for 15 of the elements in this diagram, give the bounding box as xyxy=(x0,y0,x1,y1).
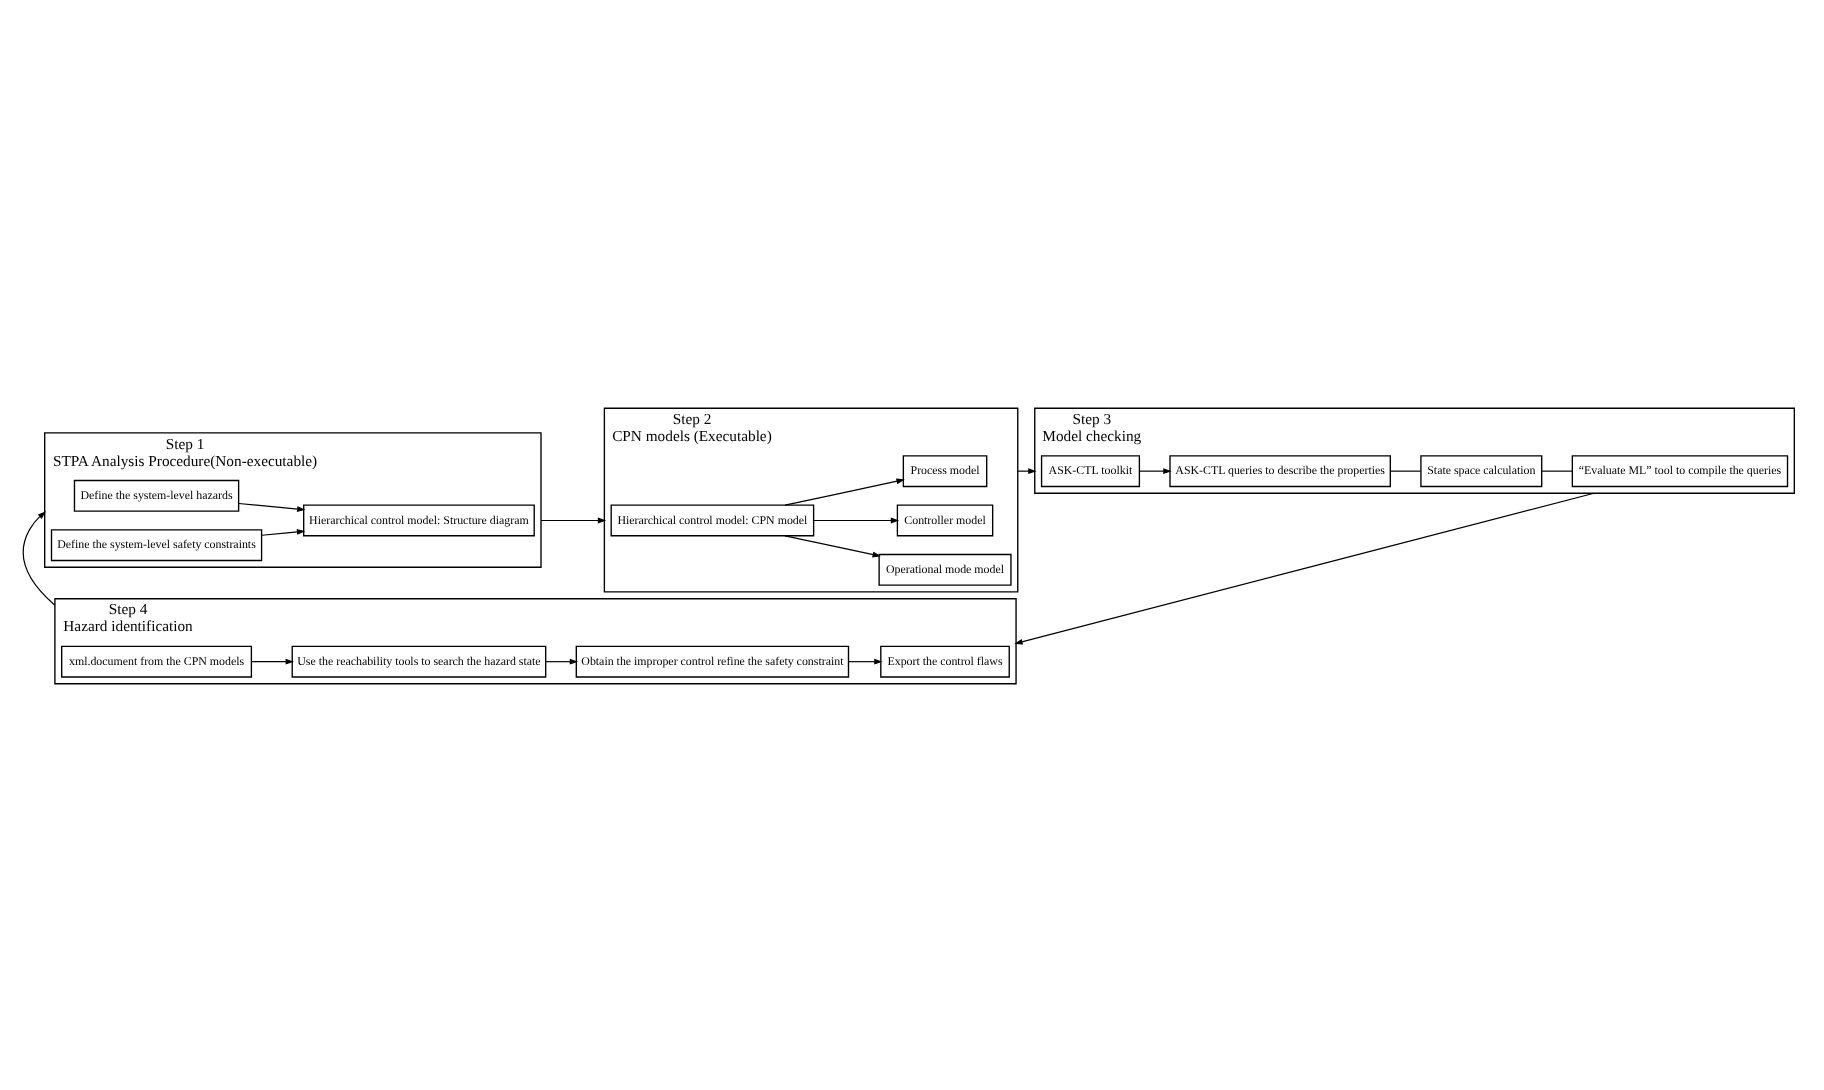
arrow xyxy=(1138,467,1172,474)
arrow xyxy=(1017,467,1037,474)
arrow xyxy=(250,657,294,664)
arrow xyxy=(848,657,883,664)
arrow xyxy=(784,534,881,557)
connector xyxy=(1541,469,1573,471)
connector xyxy=(1389,469,1422,471)
arrow xyxy=(784,477,905,505)
arrow xyxy=(545,657,579,664)
arrow xyxy=(1014,491,1595,644)
arrow xyxy=(238,501,306,511)
arrow xyxy=(261,528,306,535)
arrow xyxy=(22,510,56,605)
arrow xyxy=(540,516,607,523)
arrow xyxy=(813,516,900,523)
